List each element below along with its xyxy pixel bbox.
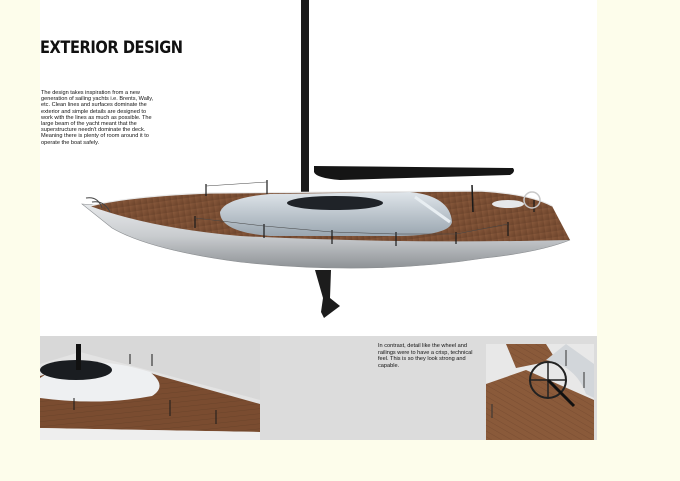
yacht-render-image <box>81 0 571 318</box>
document-page: EXTERIOR DESIGN The design takes inspira… <box>40 0 597 440</box>
deck-detail-image <box>40 336 260 440</box>
detail-strip: In contrast, detail like the wheel and r… <box>40 336 597 440</box>
intro-paragraph: The design takes inspiration from a new … <box>41 90 154 146</box>
wheel-detail-image <box>486 344 594 440</box>
detail-paragraph: In contrast, detail like the wheel and r… <box>378 343 473 369</box>
page-title: EXTERIOR DESIGN <box>40 38 183 58</box>
